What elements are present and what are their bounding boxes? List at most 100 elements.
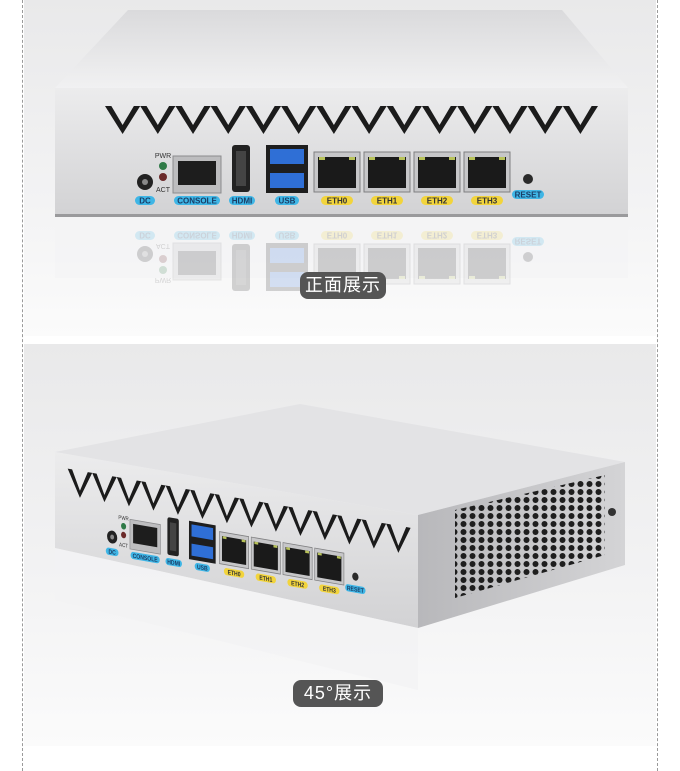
vent-chevron [337,515,362,545]
act-led-icon [159,173,167,181]
dc-label-bg [135,231,155,240]
reset-label: RESET [347,586,364,596]
vent-chevron [386,523,411,553]
pwr-led-icon [159,162,167,170]
hdmi-port-socket [236,151,246,186]
usb-label-bg [194,562,210,572]
pwr-label: PWR [118,515,129,523]
reset-label-bg [345,584,366,594]
ethernet-led [241,539,246,543]
ethernet-port-socket [318,157,356,188]
act-label: ACT [119,542,128,550]
vent-chevron [239,498,264,528]
usb-port-bottom [270,248,304,263]
console-port-socket [178,161,216,185]
ethernet-led [317,552,322,556]
usb-port-top [191,524,214,541]
eth2-label: ETH2 [291,581,304,590]
ethernet-port-socket [468,248,506,279]
eth0-label-bg [223,568,245,578]
vent-chevron [140,106,176,134]
console-label-bg [174,231,220,240]
eth3-label-bg [319,584,340,595]
hdmi-label: HDMI [232,231,252,240]
eth3-label: ETH3 [323,586,337,595]
reset-button-icon [523,174,533,184]
eth1-label-bg [371,196,403,205]
vent-chevron [421,106,458,134]
ethernet-led [305,550,309,554]
act-led-icon [159,255,167,263]
ethernet-led [419,157,425,160]
vent-chevron [492,106,528,134]
vent-chevron [281,106,317,134]
ethernet-led [369,157,375,160]
ethernet-led [419,276,425,279]
hdmi-label-bg [229,196,255,205]
act-led-icon [121,531,127,539]
eth2-label: ETH2 [427,197,448,206]
ethernet-led [499,157,505,160]
eth3-label-bg [471,196,503,205]
vent-chevron [214,493,240,524]
hdmi-label-bg [165,557,182,568]
console-label-bg [174,196,220,205]
console-label-bg [130,551,160,564]
ethernet-led [349,157,355,160]
eth0-label-bg [321,196,353,205]
vent-chevron [361,519,387,549]
front-view-caption: 正面展示 [300,272,386,299]
vent-chevron [312,510,338,541]
ethernet-port-socket [418,248,456,279]
pwr-label: PWR [155,276,171,283]
ethernet-led [286,547,290,551]
reset-label-bg [512,190,544,199]
eth0-label-bg [321,231,353,240]
ethernet-port-socket [468,157,506,188]
ethernet-led [469,276,475,279]
usb-port-top [270,272,304,287]
vent-chevron [316,106,352,134]
vent-chevron [562,106,598,134]
ethernet-led [499,276,505,279]
vent-chevron [351,106,387,134]
usb-label-bg [275,196,299,205]
dc-label: DC [139,197,151,206]
act-label: ACT [156,242,171,249]
usb-port-bottom [270,173,304,188]
vent-chevron [190,489,215,520]
vent-chevron [116,477,142,507]
dc-jack-icon [137,246,153,262]
eth2-label-bg [287,579,308,589]
eth3-label-bg [471,231,503,240]
pwr-label: PWR [155,153,171,160]
eth3-label: ETH3 [477,231,498,240]
console-port-icon [172,242,222,281]
act-label: ACT [156,187,171,194]
dc-jack-pin [142,251,148,257]
ethernet-led [336,555,341,559]
vent-chevron [457,106,493,134]
console-label: CONSOLE [177,197,217,206]
vent-chevron [165,485,191,515]
reset-button-icon [352,572,359,581]
ethernet-port-socket [418,157,456,188]
eth1-label: ETH1 [259,575,273,584]
left-dashed-line [22,0,23,771]
ethernet-led [449,276,455,279]
vent-chevron [67,468,93,498]
angle-view-caption: 45°展示 [293,680,383,707]
ethernet-led [319,157,325,160]
ethernet-port-socket [285,547,310,576]
eth1-label-bg [371,231,403,240]
hdmi-port-socket [169,522,177,552]
usb-port-bottom [191,543,214,560]
ethernet-port-socket [222,536,247,566]
usb-label: USB [279,197,296,206]
ethernet-led [254,541,259,545]
console-label: CONSOLE [133,553,158,564]
vent-chevron [245,106,282,134]
ethernet-port-socket [368,157,406,188]
